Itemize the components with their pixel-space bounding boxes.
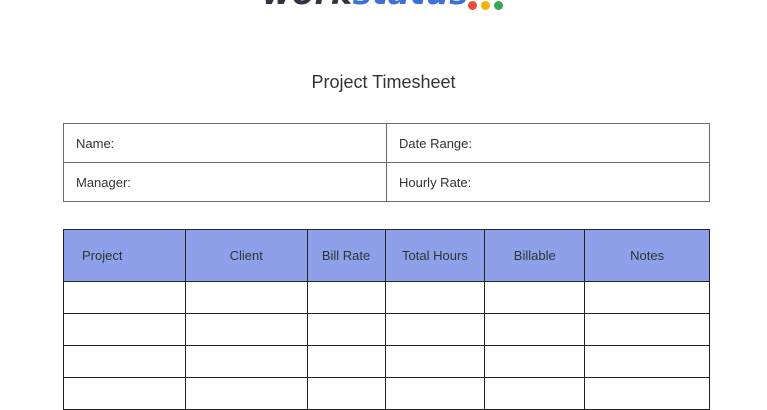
table-cell[interactable] [306, 313, 386, 346]
table-cell[interactable] [484, 377, 586, 410]
table-cell[interactable] [484, 313, 586, 346]
table-row [63, 345, 710, 378]
table-cell[interactable] [184, 377, 308, 410]
info-row: Name: Date Range: [63, 123, 710, 163]
table-cell[interactable] [306, 345, 386, 378]
table-cell[interactable] [484, 281, 586, 314]
col-header-total-hours: Total Hours [384, 229, 486, 282]
table-cell[interactable] [584, 345, 710, 378]
table-cell[interactable] [184, 345, 308, 378]
table-cell[interactable] [384, 377, 486, 410]
table-cell[interactable] [584, 313, 710, 346]
table-row [63, 377, 710, 410]
table-cell[interactable] [184, 281, 308, 314]
col-header-billable: Billable [484, 229, 586, 282]
date-range-field[interactable]: Date Range: [386, 123, 710, 163]
table-cell[interactable] [484, 345, 586, 378]
logo-text-status: status [353, 0, 469, 12]
col-header-project: Project [63, 229, 186, 282]
col-header-notes: Notes [584, 229, 710, 282]
table-cell[interactable] [63, 377, 186, 410]
col-header-bill-rate: Bill Rate [306, 229, 386, 282]
logo-text-work: work [262, 0, 353, 12]
table-cell[interactable] [63, 313, 186, 346]
info-table: Name: Date Range: Manager: Hourly Rate: [63, 123, 710, 202]
table-row [63, 281, 710, 314]
logo-dot-green [494, 1, 503, 10]
table-cell[interactable] [384, 345, 486, 378]
table-cell[interactable] [306, 281, 386, 314]
table-cell[interactable] [584, 281, 710, 314]
table-cell[interactable] [384, 313, 486, 346]
table-cell[interactable] [184, 313, 308, 346]
table-cell[interactable] [584, 377, 710, 410]
info-row: Manager: Hourly Rate: [63, 162, 710, 202]
table-cell[interactable] [306, 377, 386, 410]
table-cell[interactable] [384, 281, 486, 314]
table-cell[interactable] [63, 345, 186, 378]
name-field[interactable]: Name: [63, 123, 387, 163]
workstatus-logo: workstatus [262, 0, 503, 12]
timesheet-table: Project Client Bill Rate Total Hours Bil… [63, 229, 710, 410]
col-header-client: Client [184, 229, 308, 282]
hourly-rate-field[interactable]: Hourly Rate: [386, 162, 710, 202]
logo-dot-red [468, 1, 477, 10]
table-cell[interactable] [63, 281, 186, 314]
table-header-row: Project Client Bill Rate Total Hours Bil… [63, 229, 710, 282]
logo-dots-icon [468, 1, 508, 13]
logo-dot-yellow [481, 1, 490, 10]
manager-field[interactable]: Manager: [63, 162, 387, 202]
table-row [63, 313, 710, 346]
page-title: Project Timesheet [311, 72, 456, 92]
